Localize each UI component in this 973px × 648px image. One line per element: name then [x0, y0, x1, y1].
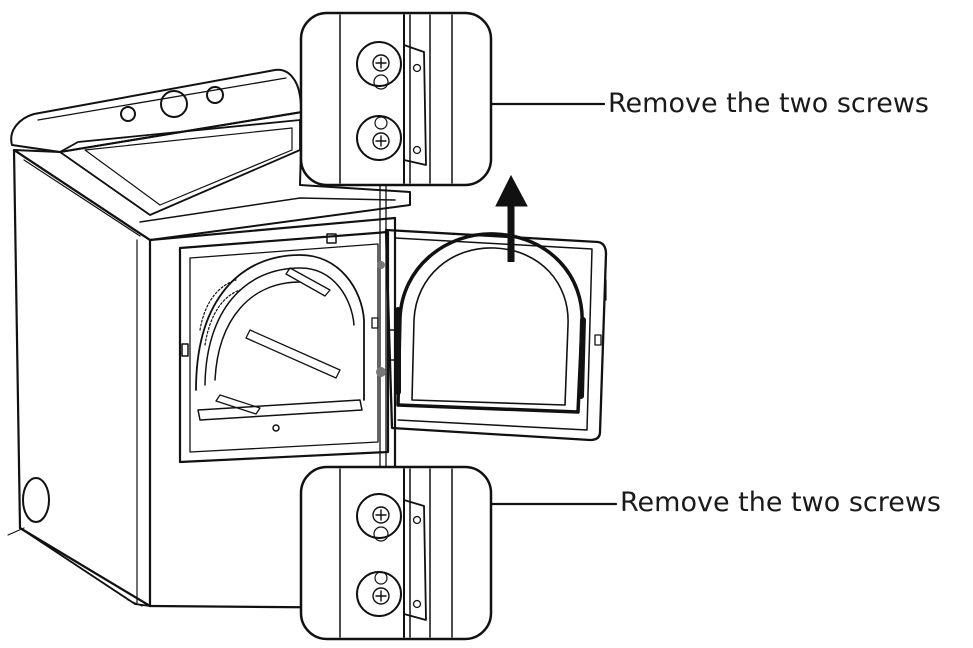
- callout-bottom-label: Remove the two screws: [620, 487, 941, 518]
- dryer-door: [371, 228, 608, 442]
- hinge-guide-lines: [376, 169, 387, 471]
- dryer-top: [10, 68, 411, 241]
- hinge-point-bottom: [376, 367, 386, 377]
- arrow-up-icon: [495, 174, 528, 262]
- knob-center: [160, 90, 188, 118]
- callout-top-label: Remove the two screws: [608, 88, 929, 119]
- hinge-point-top: [377, 261, 385, 269]
- hinge-inset-top: [299, 11, 493, 187]
- knob-left: [120, 106, 136, 122]
- hinge-inset-bottom: [299, 465, 493, 641]
- screw-icon: [356, 571, 402, 617]
- door-opening: [178, 230, 390, 464]
- screw-icon: [356, 41, 402, 90]
- knob-right: [206, 86, 224, 104]
- screw-icon: [356, 115, 402, 161]
- screw-icon: [356, 493, 402, 542]
- vent-hole: [22, 477, 50, 523]
